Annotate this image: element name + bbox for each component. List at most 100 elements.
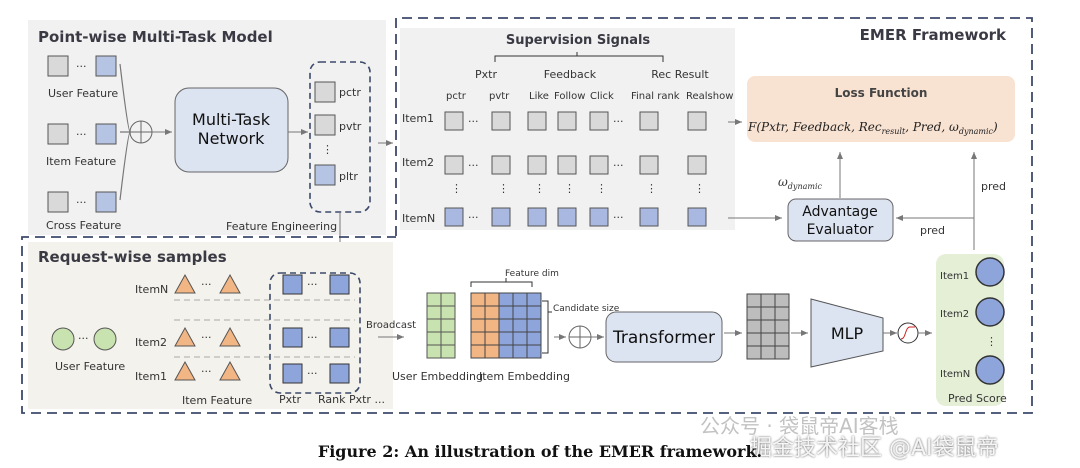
figure-caption: Figure 2: An illustration of the EMER fr… xyxy=(317,442,763,461)
svg-text:Pxtr: Pxtr xyxy=(279,393,301,406)
embeddings xyxy=(426,292,542,359)
item-feature-triangle xyxy=(219,273,241,294)
svg-text:Transformer: Transformer xyxy=(612,328,715,348)
svg-text:pctr: pctr xyxy=(446,91,467,102)
svg-text:···: ··· xyxy=(201,331,212,344)
signal-cell xyxy=(491,155,511,175)
svg-text:Item1: Item1 xyxy=(402,112,434,125)
svg-text:Like: Like xyxy=(529,91,549,102)
pxtr-box xyxy=(269,272,361,394)
signal-cell xyxy=(639,111,659,131)
svg-text:···: ··· xyxy=(613,115,624,128)
item-feature-triangle xyxy=(174,360,196,381)
svg-text:Item1: Item1 xyxy=(940,271,969,282)
item-feature-triangle xyxy=(174,326,196,347)
emer-title: EMER Framework xyxy=(860,26,1007,44)
svg-text:User Embedding: User Embedding xyxy=(392,370,483,383)
svg-text:Broadcast: Broadcast xyxy=(366,320,416,331)
mlp-block xyxy=(810,298,884,368)
loss-formula: F(Pxtr, Feedback, Recresult, Pred, ωdyna… xyxy=(747,120,998,136)
svg-text:···: ··· xyxy=(468,211,479,224)
svg-text:Multi-Task: Multi-Task xyxy=(192,110,271,129)
svg-text:Item2: Item2 xyxy=(135,336,167,349)
svg-text:⋮: ⋮ xyxy=(322,143,333,156)
multi-task-network-box xyxy=(174,87,289,173)
user-feature-group: ··· User Feature xyxy=(47,55,118,100)
svg-text:Final rank: Final rank xyxy=(631,91,680,102)
svg-text:···: ··· xyxy=(76,128,87,141)
signal-cell xyxy=(491,111,511,131)
svg-text:···: ··· xyxy=(613,211,624,224)
signal-cell xyxy=(444,155,464,175)
svg-text:⋮: ⋮ xyxy=(694,182,705,195)
svg-text:Item1: Item1 xyxy=(135,370,167,383)
transformer-output-grid xyxy=(746,293,790,360)
svg-text:···: ··· xyxy=(307,367,318,380)
svg-text:Evaluator: Evaluator xyxy=(807,222,874,238)
svg-text:pvtr: pvtr xyxy=(489,91,510,102)
signal-cell xyxy=(639,207,659,227)
cross-feature-group: ··· Cross Feature xyxy=(46,191,121,232)
svg-text:Rec Result: Rec Result xyxy=(651,68,709,81)
svg-text:Feature dim: Feature dim xyxy=(505,269,559,279)
item-feature-triangle xyxy=(219,360,241,381)
svg-text:pred: pred xyxy=(981,180,1006,193)
item-feature-label: Item Feature xyxy=(46,155,116,168)
svg-text:⋮: ⋮ xyxy=(646,182,657,195)
signal-cell xyxy=(491,207,511,227)
pxtr-cell xyxy=(282,363,303,384)
svg-text:⋮: ⋮ xyxy=(986,335,997,348)
svg-text:Pred Score: Pred Score xyxy=(948,392,1007,405)
item-feature-triangle xyxy=(219,326,241,347)
signal-cell xyxy=(687,111,707,131)
svg-text:⋮: ⋮ xyxy=(564,182,575,195)
svg-text:⋮: ⋮ xyxy=(596,182,607,195)
output-pctr: pctr xyxy=(339,86,361,99)
svg-text:pred: pred xyxy=(920,224,945,237)
svg-text:⋮: ⋮ xyxy=(451,182,462,195)
pxtr-cell xyxy=(329,363,350,384)
svg-text:Item Embedding: Item Embedding xyxy=(479,370,570,383)
svg-text:Item Feature: Item Feature xyxy=(182,394,252,407)
svg-text:Network: Network xyxy=(198,129,266,148)
signal-cell xyxy=(589,155,609,175)
svg-text:···: ··· xyxy=(78,332,89,345)
svg-text:Item2: Item2 xyxy=(940,309,969,320)
signal-cell xyxy=(444,111,464,131)
svg-text:···: ··· xyxy=(307,278,318,291)
svg-text:···: ··· xyxy=(76,60,87,73)
signal-cell xyxy=(557,155,577,175)
watermark-line2: 掘金技术社区 @AI袋鼠帝 xyxy=(750,436,999,461)
advantage-evaluator-box xyxy=(787,198,894,242)
item-feature-triangle xyxy=(174,273,196,294)
svg-text:···: ··· xyxy=(468,159,479,172)
cross-feature-label: Cross Feature xyxy=(46,219,121,232)
transformer-box xyxy=(605,311,723,363)
signal-cell xyxy=(687,207,707,227)
sigmoid-icon xyxy=(897,322,919,344)
signal-cell xyxy=(444,207,464,227)
svg-text:Pxtr: Pxtr xyxy=(475,68,497,81)
signal-cell xyxy=(589,207,609,227)
user-feature-label: User Feature xyxy=(48,87,118,100)
supervision-grid: ··················⋮⋮⋮⋮⋮⋮⋮ xyxy=(444,111,707,227)
user-feature-req-label: User Feature xyxy=(55,360,125,373)
watermark-line1: 公众号 · 袋鼠帝AI客栈 xyxy=(700,414,899,438)
pxtr-cell xyxy=(329,327,350,348)
pxtr-cell xyxy=(282,274,303,295)
requestwise-panel xyxy=(28,242,393,409)
svg-text:Advantage: Advantage xyxy=(802,204,878,220)
signal-cell xyxy=(527,111,547,131)
svg-text:···: ··· xyxy=(201,365,212,378)
signal-cell xyxy=(589,111,609,131)
item-feature-triangles: ········· xyxy=(174,273,241,381)
output-pvtr: pvtr xyxy=(339,120,362,133)
signal-cell xyxy=(527,207,547,227)
pxtr-squares: ········· xyxy=(282,274,350,384)
item-feature-group: ··· Item Feature xyxy=(46,123,117,168)
signal-cell xyxy=(557,111,577,131)
svg-text:⋮: ⋮ xyxy=(498,182,509,195)
svg-text:ItemN: ItemN xyxy=(135,283,168,296)
feature-engineering-label: Feature Engineering xyxy=(226,220,337,233)
